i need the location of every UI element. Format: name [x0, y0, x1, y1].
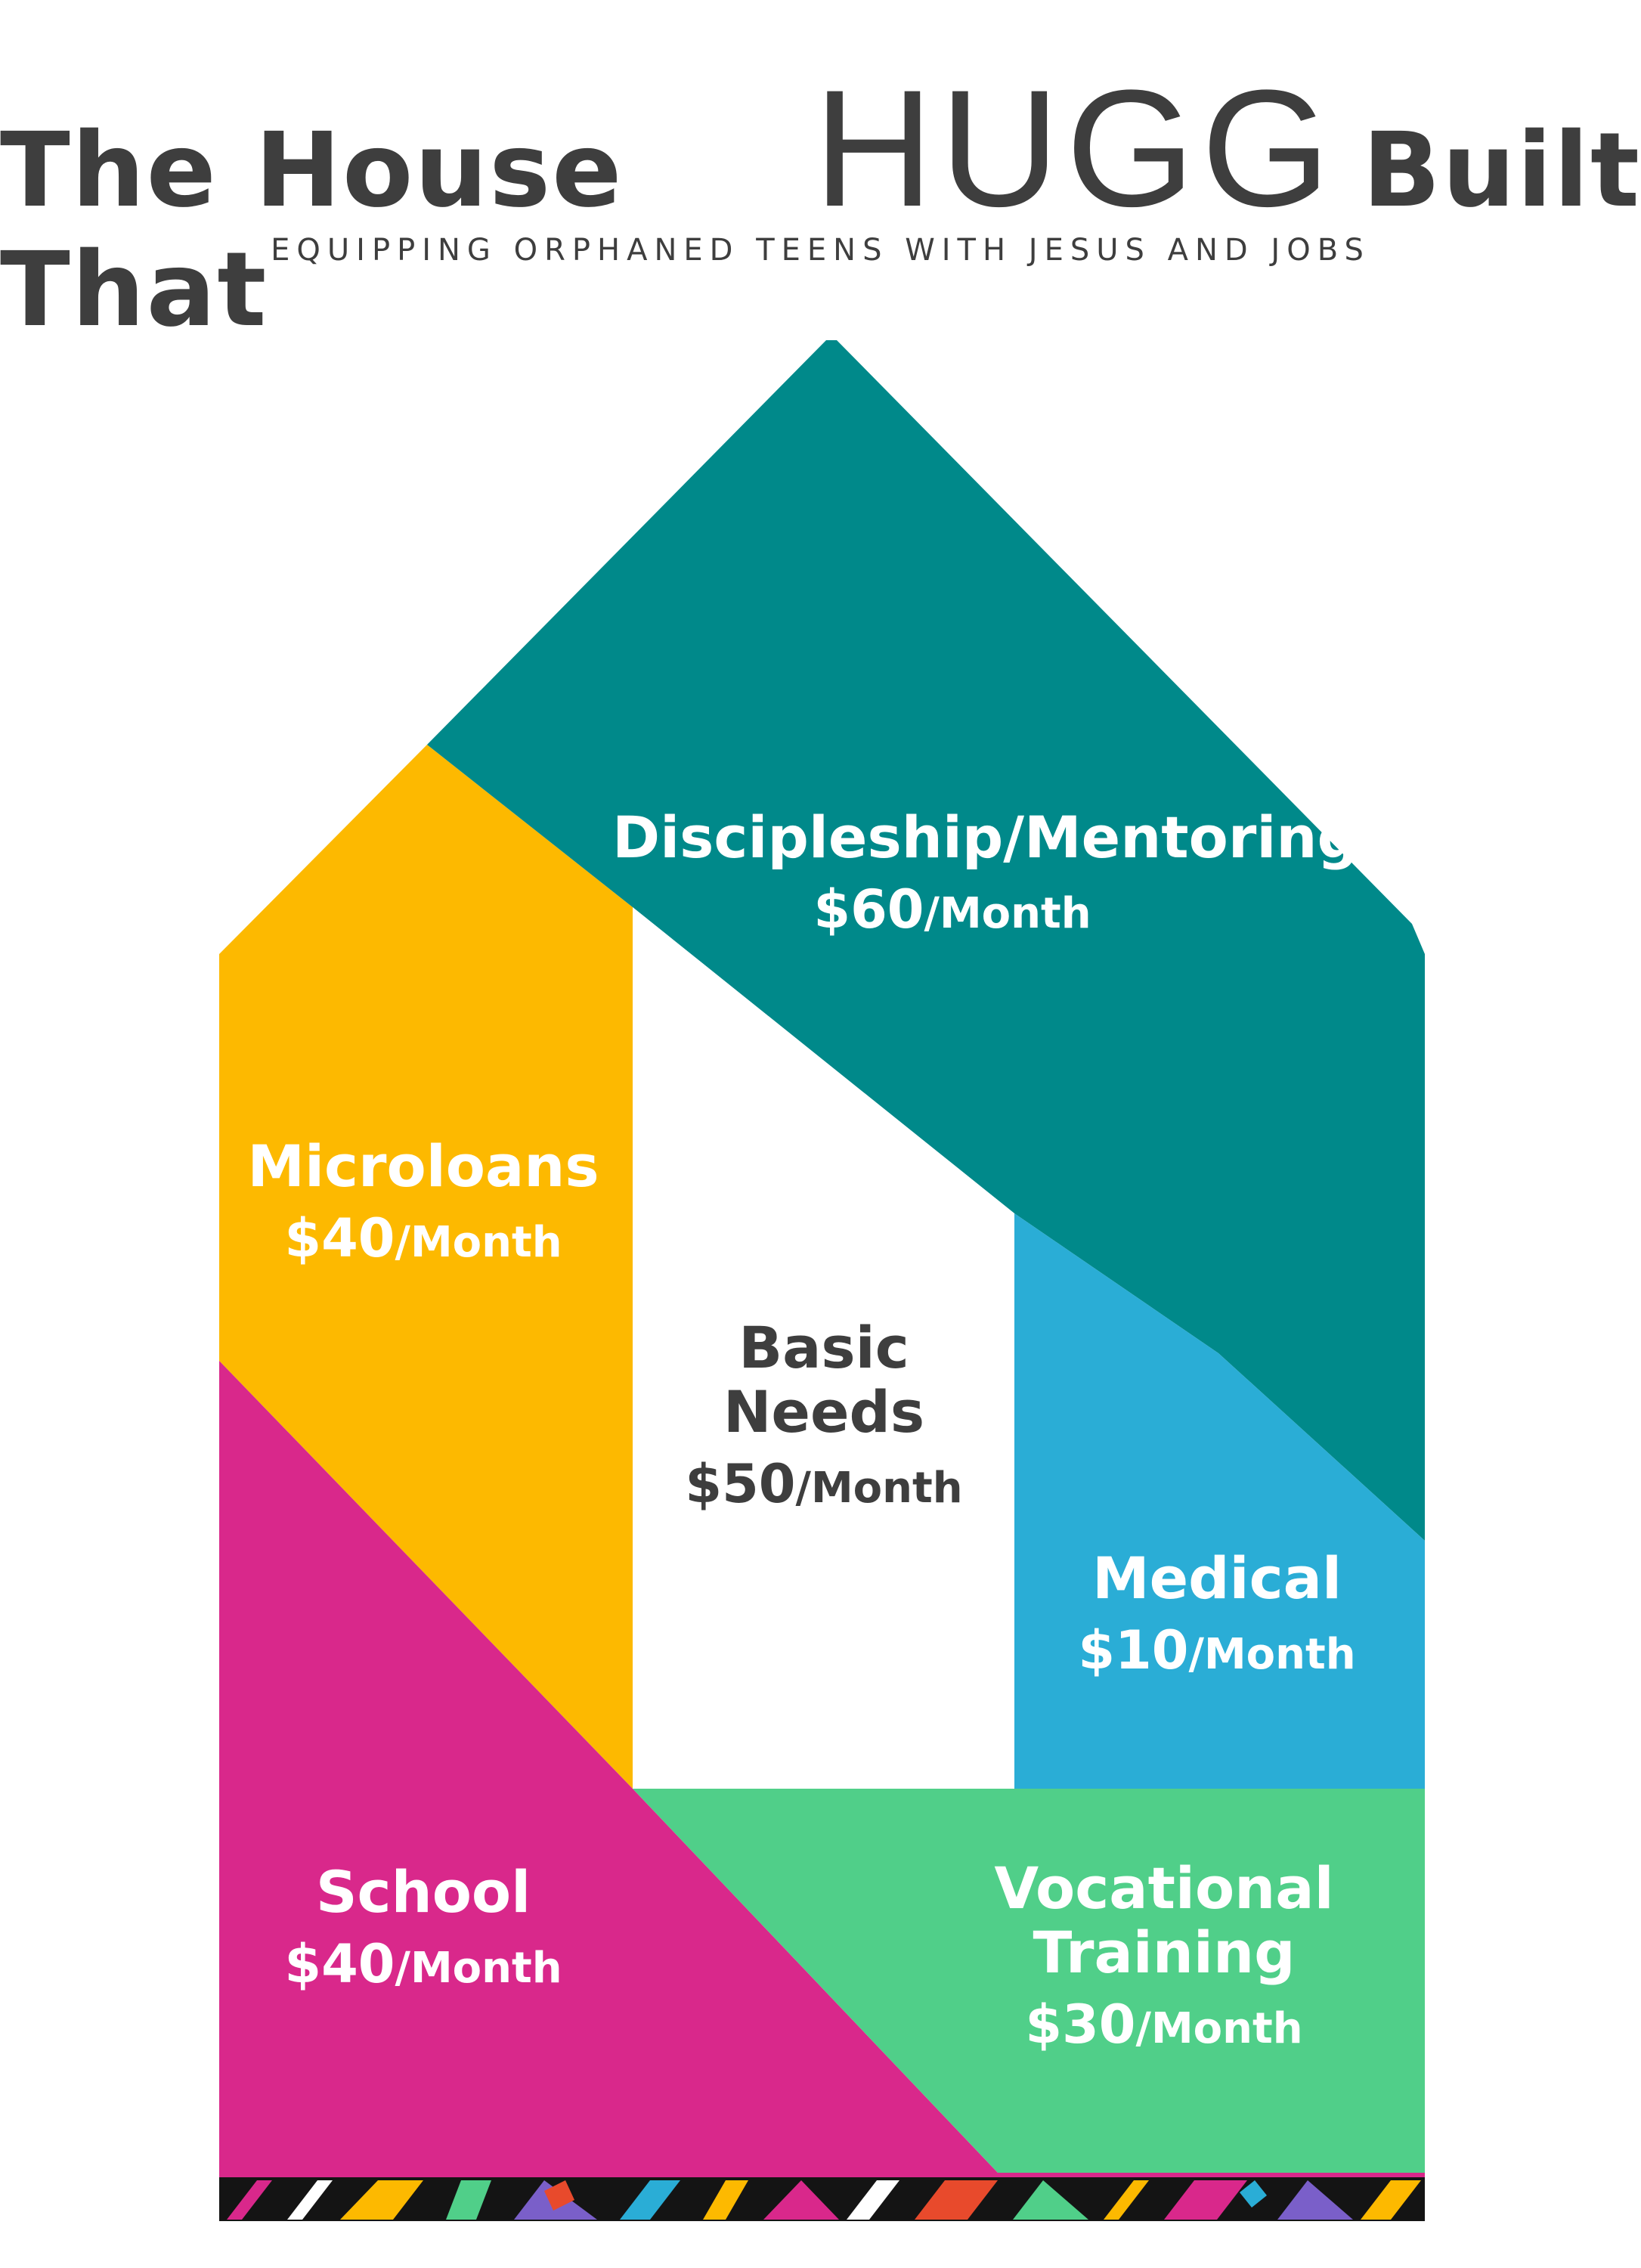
medical-name: Medical: [1091, 1545, 1342, 1612]
discipleship-price: $60/Month: [612, 880, 1293, 939]
vocational-amount: $30: [1025, 1994, 1136, 2056]
basic-needs-price: $50/Month: [650, 1455, 998, 1514]
page-title: The House That HUGG Built: [0, 53, 1641, 350]
vocational-name-1: Vocational: [994, 1854, 1334, 1922]
medical-label: Medical $10/Month: [1020, 1546, 1413, 1681]
pattern-shape: [544, 2180, 574, 2211]
pattern-shape: [1361, 2180, 1421, 2220]
microloans-unit: /Month: [395, 1218, 562, 1268]
school-unit: /Month: [395, 1944, 562, 1994]
pattern-shape: [1164, 2180, 1247, 2220]
discipleship-name: Discipleship/Mentoring: [612, 804, 1358, 871]
title-hugg: HUGG: [813, 55, 1337, 241]
pattern-shape: [446, 2180, 491, 2220]
vocational-unit: /Month: [1135, 2004, 1303, 2054]
title-part-1: The House That: [0, 111, 624, 350]
pattern-strip-border: [219, 2173, 1425, 2177]
vocational-section: [633, 1789, 1425, 2173]
pattern-shape: [227, 2180, 272, 2220]
microloans-name: Microloans: [247, 1132, 599, 1200]
title-part-2: Built: [1362, 111, 1641, 231]
pattern-shape: [763, 2180, 839, 2220]
subtitle: EQUIPPING ORPHANED TEENS WITH JESUS AND …: [271, 233, 1370, 268]
microloans-section: [219, 745, 633, 1789]
medical-unit: /Month: [1188, 1630, 1356, 1680]
discipleship-label: Discipleship/Mentoring $60/Month: [612, 804, 1358, 940]
basic-needs-unit: /Month: [795, 1464, 963, 1514]
vocational-label: Vocational Training $30/Month: [952, 1856, 1376, 2055]
pattern-shape: [620, 2180, 680, 2220]
microloans-label: Microloans $40/Month: [227, 1134, 620, 1269]
vocational-name-2: Training: [1033, 1919, 1296, 1987]
school-name: School: [315, 1858, 531, 1926]
basic-needs-label: Basic Needs $50/Month: [650, 1315, 998, 1514]
basic-needs-amount: $50: [685, 1453, 796, 1516]
pattern-strip-shapes: [227, 2180, 1421, 2220]
discipleship-unit: /Month: [924, 889, 1091, 939]
pattern-shape: [1277, 2180, 1353, 2220]
basic-needs-section: [633, 907, 1014, 1789]
school-section: [219, 1361, 998, 2173]
microloans-amount: $40: [284, 1207, 395, 1270]
school-label: School $40/Month: [227, 1860, 620, 1994]
microloans-price: $40/Month: [227, 1209, 620, 1268]
pattern-shape: [1104, 2180, 1149, 2220]
medical-section: [1014, 1213, 1425, 1789]
pattern-shape: [287, 2180, 333, 2220]
pattern-shape: [1240, 2180, 1267, 2208]
vocational-price: $30/Month: [952, 1995, 1376, 2054]
pattern-shape: [703, 2180, 748, 2220]
discipleship-section: [427, 340, 1425, 1541]
school-price: $40/Month: [227, 1935, 620, 1994]
medical-amount: $10: [1078, 1619, 1189, 1682]
pattern-shape: [340, 2180, 423, 2220]
pattern-shape: [1013, 2180, 1088, 2220]
pattern-shape: [915, 2180, 998, 2220]
discipleship-amount: $60: [813, 878, 924, 941]
medical-price: $10/Month: [1020, 1621, 1413, 1680]
pattern-shape: [847, 2180, 899, 2220]
basic-needs-name-2: Needs: [723, 1378, 925, 1446]
basic-needs-name-1: Basic: [738, 1314, 909, 1381]
school-amount: $40: [284, 1933, 395, 1996]
